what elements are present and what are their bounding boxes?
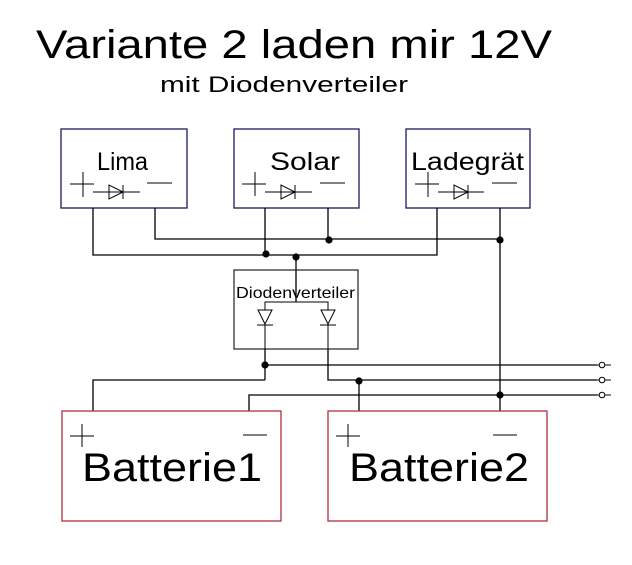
source-ladegraet: Ladegrät: [405, 128, 531, 209]
junction-dot: [496, 391, 504, 399]
terminal-icon[interactable]: [595, 361, 611, 369]
source-box: [60, 128, 188, 209]
source-wiring: [92, 208, 504, 411]
junction-dot: [261, 361, 269, 369]
junction-dot: [292, 253, 300, 261]
junction-dot: [325, 236, 333, 244]
terminal-icon[interactable]: [595, 391, 611, 399]
diode-icon: [265, 184, 312, 200]
battery-1: Batterie1: [61, 410, 282, 522]
distributor-label: Diodenverteiler: [236, 285, 356, 302]
plus-icon: [70, 172, 94, 197]
terminal-icon[interactable]: [595, 376, 611, 384]
distributor-internal-wire: [264, 301, 329, 310]
plus-icon: [415, 172, 439, 197]
diode-distributor: Diodenverteiler: [233, 269, 359, 350]
distributor-box: [233, 269, 359, 350]
output-line-2: [327, 349, 597, 381]
diagram-title: Variante 2 laden mir 12V: [36, 23, 552, 67]
source-label: Solar: [270, 148, 340, 176]
source-box: [405, 128, 531, 209]
plus-icon: [70, 424, 94, 447]
junction-dot: [355, 377, 363, 385]
junction-dot: [496, 236, 504, 244]
source-label: Lima: [97, 148, 148, 176]
plus-icon: [336, 424, 360, 447]
diode-icon: [257, 309, 273, 326]
battery1-plus-wire: [92, 379, 265, 411]
plus-icon: [242, 172, 266, 196]
output-wiring: [92, 349, 611, 411]
battery-box: [61, 410, 282, 522]
source-lima: Lima: [60, 128, 188, 209]
battery-2: Batterie2: [327, 410, 548, 522]
battery-box: [327, 410, 548, 522]
diode-icon: [438, 184, 484, 200]
battery-label: Batterie2: [349, 446, 529, 490]
minus-bus: [154, 208, 500, 240]
diagram-subtitle: mit Diodenverteiler: [160, 72, 408, 97]
diode-icon: [93, 184, 140, 200]
source-label: Ladegrät: [411, 148, 524, 176]
output-line-3: [248, 394, 597, 411]
junction-dot: [262, 250, 270, 258]
diode-icon: [320, 309, 336, 326]
battery-label: Batterie1: [82, 446, 262, 490]
source-box: [233, 128, 360, 209]
source-solar: Solar: [233, 128, 360, 209]
